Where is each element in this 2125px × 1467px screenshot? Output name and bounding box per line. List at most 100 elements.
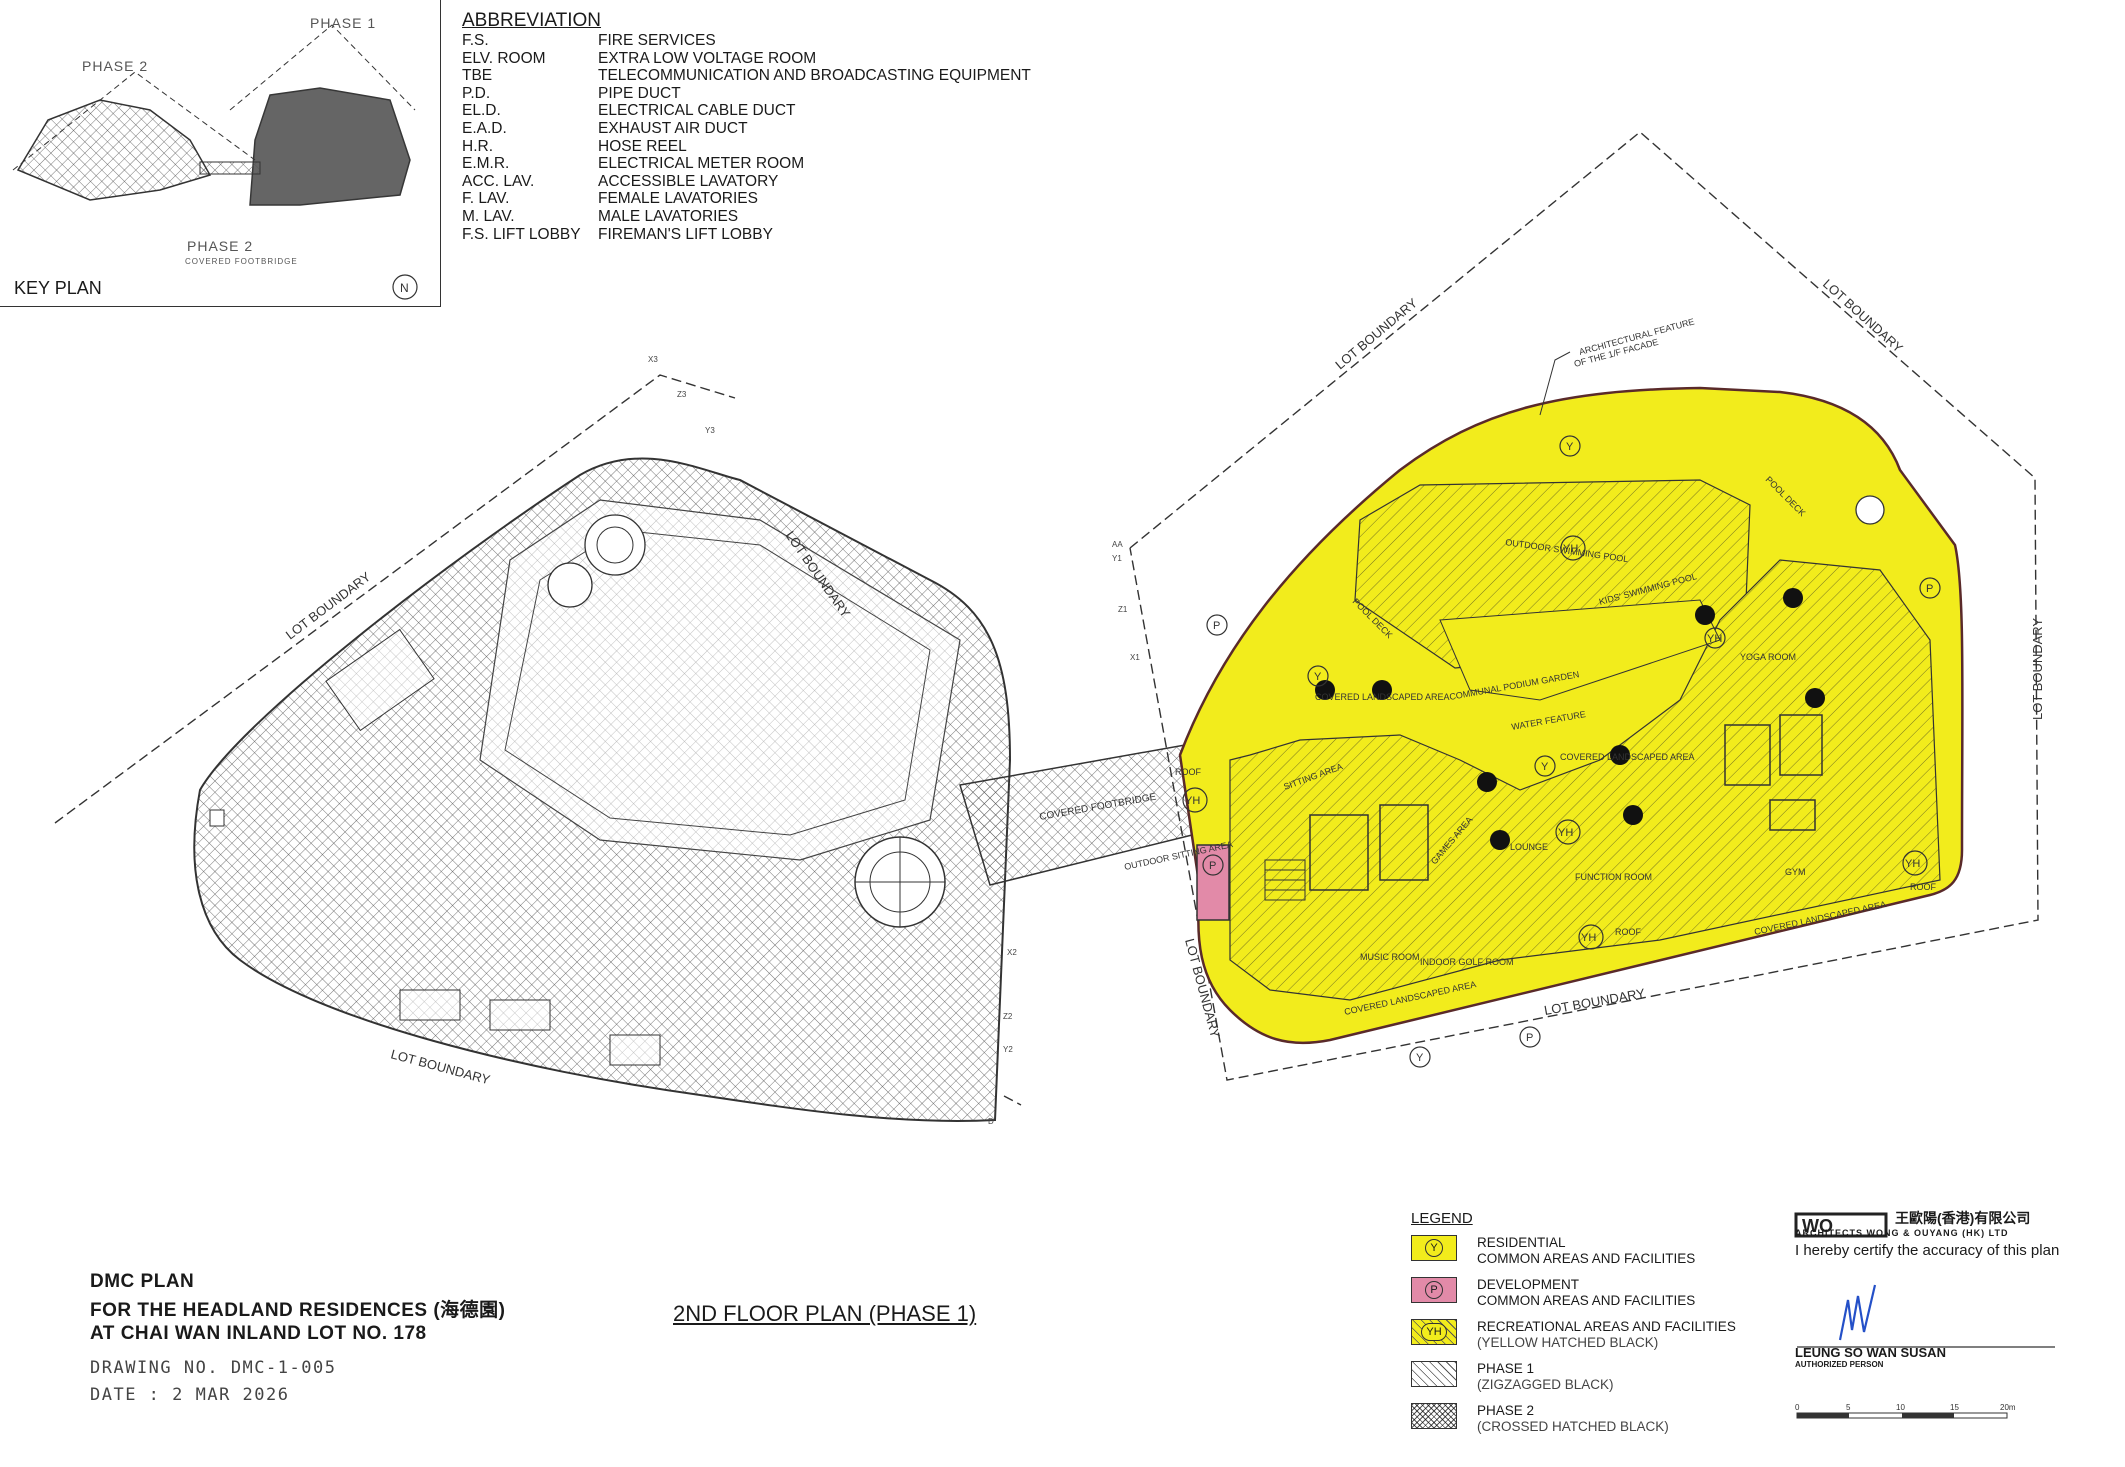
key-plan-drawing: N — [12, 24, 418, 300]
abbreviation-row: H.R. HOSE REEL — [462, 138, 1031, 156]
axis-label: X2 — [1007, 948, 1017, 957]
axis-label: Z1 — [1118, 605, 1128, 614]
lot-boundary-label-7: LOT BOUNDARY — [1543, 985, 1646, 1018]
title-block: DMC PLAN FOR THE HEADLAND RESIDENCES (海德… — [90, 1270, 506, 1409]
abbr-meaning: FEMALE LAVATORIES — [598, 190, 758, 208]
key-plan-phase2-label: PHASE 2 — [82, 58, 148, 74]
marker-yh-4: YH — [1905, 858, 1920, 870]
marker-y-2: Y — [1314, 671, 1322, 683]
abbr-meaning: HOSE REEL — [598, 137, 687, 155]
legend-symbol: Y — [1425, 1239, 1443, 1257]
marker-y-1: Y — [1566, 441, 1574, 453]
marker-yh-3: YH — [1581, 932, 1596, 944]
legend-title: LEGEND — [1411, 1210, 1473, 1227]
key-plan-phase2-label-bottom: PHASE 2 — [187, 238, 253, 254]
legend-label: DEVELOPMENT — [1477, 1277, 1580, 1292]
certification-statement: I hereby certify the accuracy of this pl… — [1795, 1242, 2060, 1259]
abbr-code: E.M.R. — [462, 155, 510, 173]
legend-symbol: P — [1425, 1281, 1443, 1299]
roof-label-3: ROOF — [1175, 767, 1202, 777]
axis-label: X3 — [648, 355, 658, 364]
abbr-code: ELV. ROOM — [462, 49, 546, 67]
axis-label: Z2 — [1003, 1012, 1013, 1021]
abbr-code: EL.D. — [462, 102, 501, 120]
marker-p-4: P — [1209, 860, 1216, 872]
legend-item-recreational: YH RECREATIONAL AREAS AND FACILITIES(YEL… — [1411, 1319, 1761, 1351]
marker-p-2: P — [1926, 583, 1933, 595]
abbr-meaning: ACCESSIBLE LAVATORY — [598, 172, 779, 190]
legend-swatch: YH — [1411, 1319, 1457, 1345]
indoor-golf-label: INDOOR GOLF ROOM — [1420, 957, 1514, 967]
key-plan-footbridge-label: COVERED FOOTBRIDGE — [185, 257, 298, 266]
firm-logo: WO — [1794, 1212, 1888, 1238]
lounge-label: LOUNGE — [1510, 842, 1548, 852]
signature — [1838, 1284, 1877, 1341]
marker-y-4: Y — [1416, 1052, 1424, 1064]
gym-label: GYM — [1785, 867, 1806, 877]
marker-yh-2: YH — [1558, 827, 1573, 839]
axis-label: D — [988, 1117, 994, 1126]
marker-y-3: Y — [1541, 761, 1549, 773]
axis-label: Y2 — [1003, 1045, 1013, 1054]
title-line-1: DMC PLAN — [90, 1271, 195, 1292]
svg-text:WO: WO — [1802, 1216, 1833, 1236]
marker-p-1: P — [1213, 620, 1220, 632]
legend-swatch: Y — [1411, 1235, 1457, 1261]
legend-label: PHASE 2 — [1477, 1403, 1535, 1418]
legend-swatch — [1411, 1403, 1457, 1429]
music-room-label: MUSIC ROOM — [1360, 952, 1420, 962]
lot-boundary-label-1: LOT BOUNDARY — [283, 569, 374, 643]
legend-swatch: P — [1411, 1277, 1457, 1303]
plan-title: 2ND FLOOR PLAN (PHASE 1) — [673, 1301, 977, 1326]
marker-yh-5: YH — [1185, 795, 1200, 807]
abbr-meaning: FIREMAN'S LIFT LOBBY — [598, 225, 773, 243]
drawing-date: DATE : 2 MAR 2026 — [90, 1385, 290, 1405]
scale-tick: 5 — [1846, 1403, 1851, 1412]
axis-label: AA — [1112, 540, 1123, 549]
firm-name-chinese: 王歐陽(香港)有限公司 — [1895, 1210, 2031, 1226]
title-line-3: AT CHAI WAN INLAND LOT NO. 178 — [90, 1323, 427, 1344]
legend-swatch — [1411, 1361, 1457, 1387]
abbr-code: P.D. — [462, 84, 491, 102]
abbr-meaning: PIPE DUCT — [598, 84, 681, 102]
key-plan-box — [0, 0, 441, 307]
firm-name-english: ARCHITECTS WONG & OUYANG (HK) LTD — [1795, 1228, 2009, 1238]
lot-boundary-label-5: LOT BOUNDARY — [1820, 276, 1906, 356]
phase-1-block: OUTDOOR SWIMMING POOL KIDS' SWIMMING POO… — [1123, 316, 1964, 1068]
legend-sublabel: COMMON AREAS AND FACILITIES — [1477, 1251, 1696, 1266]
function-room-label: FUNCTION ROOM — [1575, 872, 1652, 882]
scale-tick: 10 — [1896, 1403, 1905, 1412]
abbr-meaning: EXHAUST AIR DUCT — [598, 119, 748, 137]
abbreviation-row: M. LAV.MALE LAVATORIES — [462, 208, 1031, 226]
axis-label: Z3 — [677, 390, 687, 399]
covered-landscaped-label-2: COVERED LANDSCAPED AREA — [1560, 752, 1695, 762]
legend-item-phase2: PHASE 2(CROSSED HATCHED BLACK) — [1411, 1403, 1761, 1435]
scale-bar: 0 5 10 15 20m — [1795, 1284, 2055, 1419]
lot-boundary-label-6: LOT BOUNDARY — [2030, 618, 2045, 720]
title-line-2: FOR THE HEADLAND RESIDENCES (海德園) — [90, 1300, 506, 1321]
abbr-code: F. LAV. — [462, 190, 510, 208]
north-arrow-icon — [392, 274, 418, 300]
phase-2-block: LOT BOUNDARY LOT BOUNDARY LOT BOUNDARY — [54, 374, 1022, 1122]
abbreviation-list: F.S.FIRE SERVICES ELV. ROOM EXTRA LOW VOL… — [462, 32, 1031, 243]
footbridge: COVERED FOOTBRIDGE — [959, 744, 1193, 886]
abbreviation-row: F.S.FIRE SERVICES — [462, 32, 1031, 50]
abbreviation-row: P.D. PIPE DUCT — [462, 85, 1031, 103]
abbr-meaning: EXTRA LOW VOLTAGE ROOM — [598, 49, 817, 67]
abbr-code: F.S. LIFT LOBBY — [462, 225, 581, 243]
legend-sublabel: COMMON AREAS AND FACILITIES — [1477, 1293, 1696, 1308]
marker-yh-1: YH — [1563, 543, 1578, 555]
abbreviation-row: ACC. LAV.ACCESSIBLE LAVATORY — [462, 173, 1031, 191]
abbreviation-row: ELV. ROOM EXTRA LOW VOLTAGE ROOM — [462, 50, 1031, 68]
abbr-code: TBE — [462, 67, 493, 85]
abbr-code: H.R. — [462, 137, 493, 155]
scale-tick: 20m — [2000, 1403, 2016, 1412]
abbr-code: E.A.D. — [462, 119, 507, 137]
legend-sublabel: (ZIGZAGGED BLACK) — [1477, 1377, 1614, 1392]
legend-label: RECREATIONAL AREAS AND FACILITIES — [1477, 1319, 1736, 1334]
scale-tick: 0 — [1795, 1403, 1800, 1412]
